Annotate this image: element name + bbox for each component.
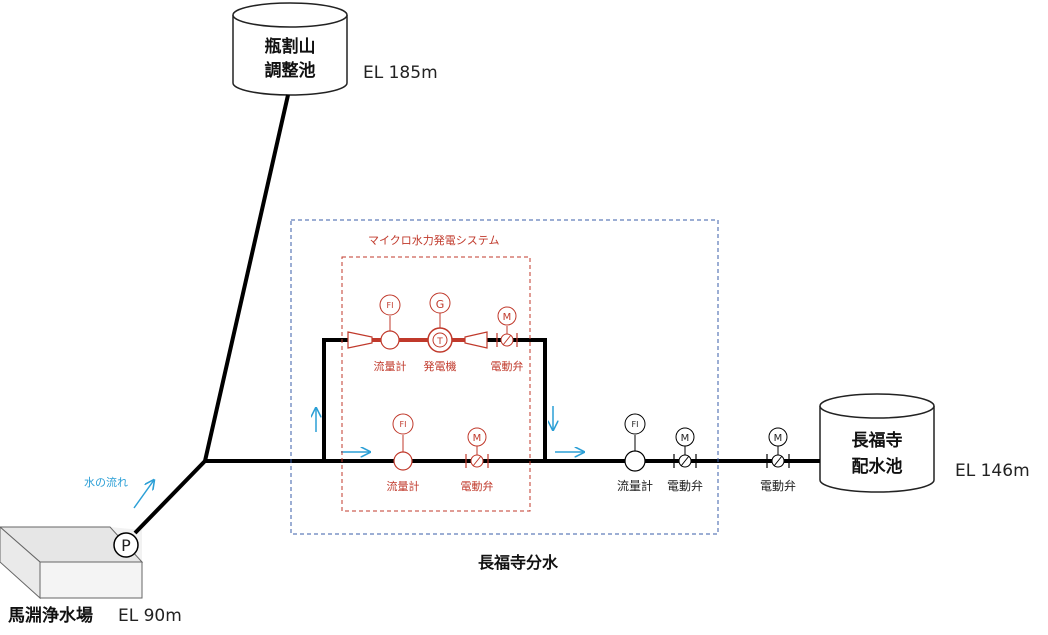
pump: P (113, 532, 139, 558)
lower-valve-slash (472, 455, 482, 467)
lower-valve-motor (467, 427, 487, 447)
outside-fi-text: FI (632, 420, 639, 429)
lower-fi-badge (392, 413, 414, 435)
top-reservoir-name-line1: 瓶割山 (265, 36, 316, 57)
generator-badge-text: G (436, 298, 445, 311)
outside-valve2-label: 電動弁 (760, 478, 796, 493)
water-plant-name: 馬淵浄水場 (8, 605, 93, 626)
lower-valve-motor-text: M (473, 433, 482, 444)
branch-boundary-box (290, 219, 719, 535)
top-reservoir: 瓶割山 調整池 (232, 2, 348, 96)
right-reservoir-name-line2: 配水池 (852, 456, 903, 477)
right-reservoir-name-line1: 長福寺 (852, 430, 903, 451)
right-reservoir: 長福寺 配水池 (819, 393, 935, 493)
turbine-text: T (436, 337, 443, 347)
pump-symbol: P (121, 536, 131, 555)
upper-flowmeter-label: 流量計 (374, 359, 407, 373)
reducer-right (464, 331, 488, 349)
outside-valve2-slash (773, 455, 783, 467)
upper-valve-label: 電動弁 (491, 359, 524, 373)
micro-system-boundary-box (341, 256, 531, 512)
upper-valve-motor (497, 306, 517, 326)
top-reservoir-name-line2: 調整池 (265, 60, 316, 81)
outside-valve1-motor-text: M (681, 433, 690, 444)
flow-arrow-diagonal (133, 480, 154, 509)
reducer-left (347, 331, 373, 349)
right-reservoir-elevation: EL 146m (955, 461, 1030, 481)
upper-valve-slash (502, 334, 512, 346)
outside-fi-badge (624, 413, 646, 435)
outside-flowmeter-label: 流量計 (617, 478, 653, 493)
water-plant (0, 526, 144, 600)
lower-fi-text: FI (400, 420, 407, 429)
outside-valve2-motor-text: M (774, 433, 783, 444)
outside-valve2-motor (768, 427, 788, 447)
outside-valve1-label: 電動弁 (667, 478, 703, 493)
lower-flowmeter-label: 流量計 (387, 479, 420, 493)
lower-valve-label: 電動弁 (461, 479, 494, 493)
upper-fi-badge (379, 294, 401, 316)
micro-system-title: マイクロ水力発電システム (368, 233, 499, 247)
outside-flowmeter-body (624, 450, 646, 472)
upper-valve-motor-text: M (503, 312, 512, 323)
generator-badge (429, 292, 451, 314)
upper-fi-text: FI (387, 301, 394, 310)
top-reservoir-elevation: EL 185m (363, 63, 438, 83)
turbine-inner (432, 332, 448, 348)
flow-direction-label: 水の流れ (84, 475, 128, 489)
outside-valve1-motor (675, 427, 695, 447)
water-plant-elevation: EL 90m (118, 606, 182, 626)
upper-flowmeter-body (380, 330, 400, 350)
generator-label: 発電機 (424, 359, 457, 373)
branch-label: 長福寺分水 (478, 553, 559, 572)
outside-valve1-slash (680, 455, 690, 467)
lower-flowmeter-body (393, 451, 413, 471)
